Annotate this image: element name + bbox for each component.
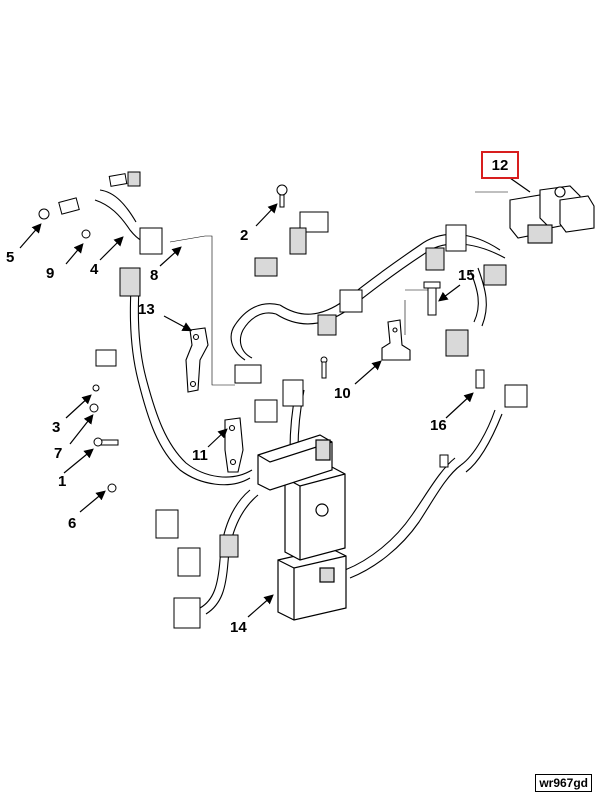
connectors-upper (234, 211, 507, 423)
callout-1: 1 (58, 473, 67, 490)
callout-3: 3 (52, 419, 61, 436)
callout-4: 4 (90, 261, 99, 278)
callout-14: 14 (230, 619, 247, 636)
bracket-10 (381, 319, 411, 361)
callout-13: 13 (138, 301, 155, 318)
right-side-parts (423, 281, 528, 468)
highlighted-callout-12: 12 (481, 151, 519, 179)
module-14 (257, 434, 347, 621)
reference-lines (169, 191, 508, 386)
callout-12: 12 (491, 156, 509, 174)
callout-9: 9 (46, 265, 55, 282)
callout-6: 6 (68, 515, 77, 532)
callout-10: 10 (334, 385, 351, 402)
pigtail-connectors-top-left (38, 171, 141, 239)
reference-code: wr967gd (535, 774, 592, 792)
callout-arrows (19, 177, 531, 618)
callout-2: 2 (240, 227, 249, 244)
callout-15: 15 (458, 267, 475, 284)
callout-8: 8 (150, 267, 159, 284)
callout-11: 11 (192, 447, 208, 464)
connector-cluster-12 (509, 185, 595, 244)
callout-5: 5 (6, 249, 15, 266)
callout-7: 7 (54, 445, 63, 462)
bracket-13 (185, 327, 209, 393)
bracket-11 (224, 417, 244, 473)
connectors-left (95, 227, 239, 629)
callout-16: 16 (430, 417, 447, 434)
fasteners (89, 184, 328, 493)
